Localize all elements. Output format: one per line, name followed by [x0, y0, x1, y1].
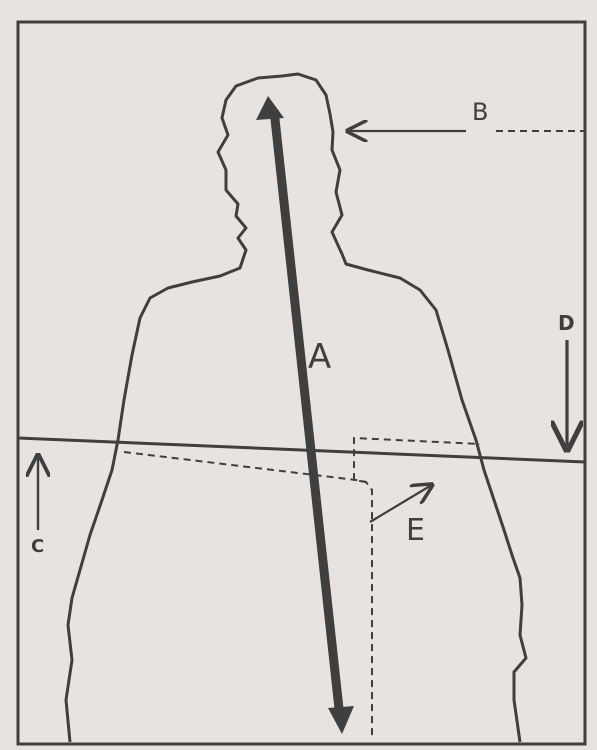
- label-b: B: [472, 98, 488, 126]
- label-c: C: [31, 536, 44, 557]
- label-a: A: [308, 337, 331, 377]
- label-e: E: [406, 513, 425, 548]
- label-d: D: [558, 311, 575, 335]
